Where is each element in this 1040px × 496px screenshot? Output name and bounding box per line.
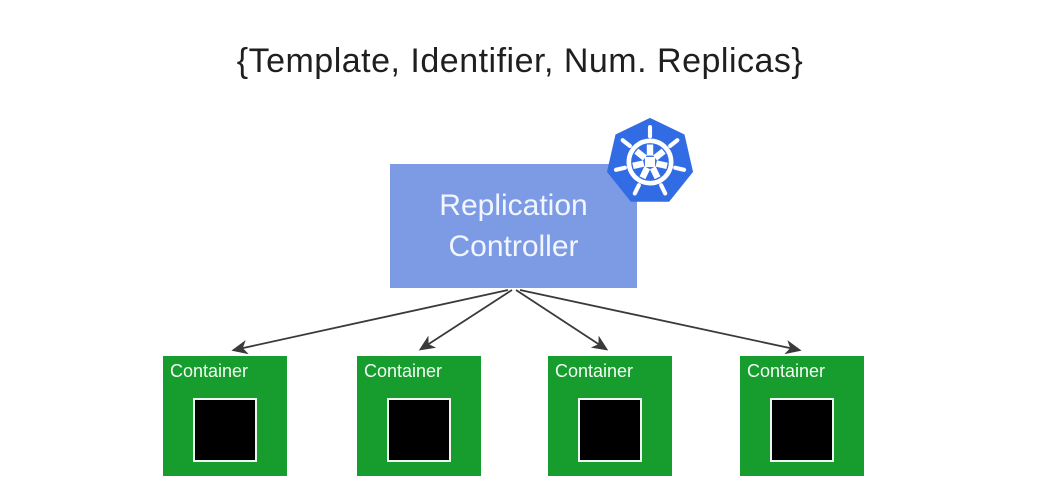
container-inner-square xyxy=(387,398,451,462)
kubernetes-logo-icon xyxy=(606,117,694,202)
container-inner-square xyxy=(578,398,642,462)
diagram-title: {Template, Identifier, Num. Replicas} xyxy=(236,42,804,80)
arrow-controller-to-container-4 xyxy=(519,289,802,355)
container-box-2: Container xyxy=(357,356,481,476)
arrow-controller-to-container-2 xyxy=(418,289,513,351)
container-inner-square xyxy=(193,398,257,462)
helm-rim xyxy=(626,138,674,186)
helm-handles xyxy=(613,124,687,196)
container-label: Container xyxy=(364,361,443,381)
replication-controller-box: Replication Controller xyxy=(390,164,637,288)
helm-hub xyxy=(644,156,656,168)
container-box-3: Container xyxy=(548,356,672,476)
container-label: Container xyxy=(555,361,634,381)
container-inner-square xyxy=(770,398,834,462)
container-label: Container xyxy=(170,361,249,381)
helm-spokes xyxy=(632,144,668,180)
container-box-1: Container xyxy=(163,356,287,476)
container-box-4: Container xyxy=(740,356,864,476)
arrow-controller-to-container-1 xyxy=(231,289,509,355)
arrow-controller-to-container-3 xyxy=(515,289,609,351)
container-label: Container xyxy=(747,361,826,381)
replication-controller-label: Replication Controller xyxy=(439,189,588,263)
